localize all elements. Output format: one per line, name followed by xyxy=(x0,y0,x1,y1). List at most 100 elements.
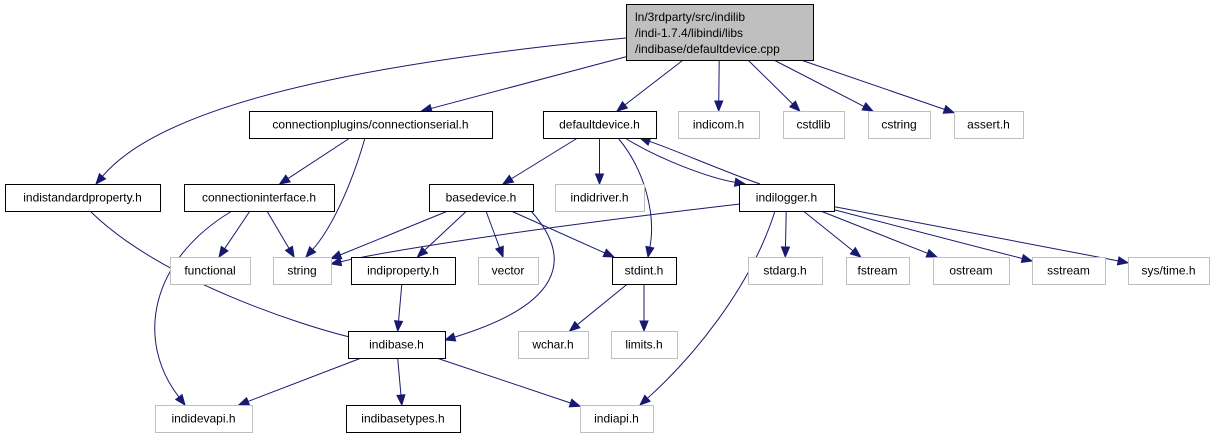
node-label-stdarg: stdarg.h xyxy=(763,264,806,278)
node-label-indicom: indicom.h xyxy=(693,118,744,132)
node-label-vector: vector xyxy=(492,264,525,278)
node-label-cstdlib: cstdlib xyxy=(796,118,830,132)
edge-stdint-to-limits xyxy=(639,284,649,333)
node-box-basedevice[interactable] xyxy=(429,184,534,212)
node-box-sstream xyxy=(1032,257,1106,285)
node-label-string: string xyxy=(287,264,316,278)
edge-indilogger-to-sstream xyxy=(833,209,1034,264)
edge-connectioninterface-to-string xyxy=(266,210,295,259)
node-indidevapi: indidevapi.h xyxy=(155,405,253,433)
node-string: string xyxy=(273,257,332,285)
edge-indibase-to-indidevapi xyxy=(237,357,362,406)
node-sstream: sstream xyxy=(1032,257,1106,285)
edges-layer xyxy=(89,37,1130,408)
node-box-systime xyxy=(1128,257,1210,285)
edge-connectioninterface-to-indidevapi xyxy=(154,210,233,407)
node-box-indilogger[interactable] xyxy=(739,184,835,212)
edge-indibase-to-indibasetypes xyxy=(396,357,406,407)
node-box-defaultdevice[interactable] xyxy=(543,111,657,139)
node-defaultdevice[interactable]: defaultdevice.h xyxy=(543,111,657,139)
node-box-indiapi xyxy=(580,405,654,433)
node-indiapi: indiapi.h xyxy=(580,405,654,433)
node-label-indiproperty: indiproperty.h xyxy=(367,264,439,278)
node-box-connectioninterface[interactable] xyxy=(184,184,335,212)
node-box-cstdlib xyxy=(783,111,845,139)
node-connectionserial[interactable]: connectionplugins/connectionserial.h xyxy=(249,111,493,139)
node-label-indistandardproperty: indistandardproperty.h xyxy=(23,191,142,205)
node-ostream: ostream xyxy=(933,257,1010,285)
edge-indilogger-to-ostream xyxy=(820,210,939,258)
edge-indiproperty-to-indibase xyxy=(393,283,404,333)
node-label-fstream: fstream xyxy=(857,264,897,278)
node-label-systime: sys/time.h xyxy=(1141,264,1195,278)
node-label-basedevice: basedevice.h xyxy=(446,191,517,205)
edge-root-to-cstring xyxy=(773,59,874,112)
node-label-indilogger: indilogger.h xyxy=(756,191,817,205)
edge-stdint-to-wchar xyxy=(568,283,628,332)
node-box-ostream xyxy=(933,257,1010,285)
node-label-sstream: sstream xyxy=(1047,264,1090,278)
edge-connectionserial-to-connectioninterface xyxy=(278,137,351,185)
node-cstdlib: cstdlib xyxy=(783,111,845,139)
node-label-stdint: stdint.h xyxy=(625,264,664,278)
node-label-limits: limits.h xyxy=(625,338,662,352)
node-box-connectionserial[interactable] xyxy=(249,111,493,139)
node-indistandardproperty[interactable]: indistandardproperty.h xyxy=(5,184,161,212)
edge-root-to-indistandardproperty xyxy=(95,37,627,186)
node-label-wchar: wchar.h xyxy=(531,338,573,352)
edge-root-to-defaultdevice xyxy=(615,59,684,112)
node-indilogger[interactable]: indilogger.h xyxy=(739,184,835,212)
node-wchar: wchar.h xyxy=(518,331,589,359)
edge-basedevice-to-vector xyxy=(485,210,504,259)
edge-defaultdevice-to-stdint xyxy=(617,137,655,259)
node-root[interactable]: ln/3rdparty/src/indilib/indi-1.7.4/libin… xyxy=(626,4,814,61)
node-box-indibasetypes[interactable] xyxy=(346,405,461,433)
node-box-stdint[interactable] xyxy=(612,257,677,285)
edge-indilogger-to-fstream xyxy=(803,210,862,258)
edge-basedevice-to-stdint xyxy=(510,210,616,258)
node-indibasetypes[interactable]: indibasetypes.h xyxy=(346,405,461,433)
node-label-assert: assert.h xyxy=(967,118,1010,132)
node-label-root-line-1: ln/3rdparty/src/indilib xyxy=(635,10,745,24)
node-box-indidevapi xyxy=(155,405,253,433)
edge-indibase-to-indiapi xyxy=(436,357,582,408)
node-box-indistandardproperty[interactable] xyxy=(5,184,161,212)
node-label-ostream: ostream xyxy=(949,264,992,278)
node-fstream: fstream xyxy=(846,257,910,285)
edge-indilogger-to-defaultdevice xyxy=(638,136,761,185)
node-limits: limits.h xyxy=(611,331,678,359)
node-indidriver: indidriver.h xyxy=(555,184,645,212)
node-connectioninterface[interactable]: connectioninterface.h xyxy=(184,184,335,212)
edge-basedevice-to-string xyxy=(329,210,449,260)
edge-defaultdevice-to-indilogger xyxy=(624,137,747,187)
node-box-limits xyxy=(611,331,678,359)
node-label-cstring: cstring xyxy=(881,118,916,132)
node-box-functional xyxy=(170,257,251,285)
node-box-indiproperty[interactable] xyxy=(351,257,456,285)
node-label-connectionserial: connectionplugins/connectionserial.h xyxy=(272,118,468,132)
node-systime: sys/time.h xyxy=(1128,257,1210,285)
node-label-indibasetypes: indibasetypes.h xyxy=(361,412,444,426)
edge-indilogger-to-indiapi xyxy=(638,210,776,406)
node-stdint[interactable]: stdint.h xyxy=(612,257,677,285)
node-label-functional: functional xyxy=(184,264,235,278)
node-indibase[interactable]: indibase.h xyxy=(348,331,446,359)
node-box-vector xyxy=(478,257,539,285)
node-box-stdarg xyxy=(748,257,823,285)
node-box-indibase[interactable] xyxy=(348,331,446,359)
node-box-wchar xyxy=(518,331,589,359)
edge-connectioninterface-to-functional xyxy=(218,210,251,259)
node-indiproperty[interactable]: indiproperty.h xyxy=(351,257,456,285)
node-label-connectioninterface: connectioninterface.h xyxy=(202,191,316,205)
edge-root-to-indicom xyxy=(714,59,724,113)
node-box-fstream xyxy=(846,257,910,285)
node-box-indicom xyxy=(678,111,760,139)
node-box-root[interactable] xyxy=(626,4,814,61)
edge-defaultdevice-to-indidriver xyxy=(594,138,605,186)
edge-basedevice-to-indiproperty xyxy=(416,210,467,258)
node-box-string xyxy=(273,257,332,285)
edge-root-to-cstdlib xyxy=(747,59,801,112)
edge-indilogger-to-systime xyxy=(833,206,1130,266)
node-basedevice[interactable]: basedevice.h xyxy=(429,184,534,212)
